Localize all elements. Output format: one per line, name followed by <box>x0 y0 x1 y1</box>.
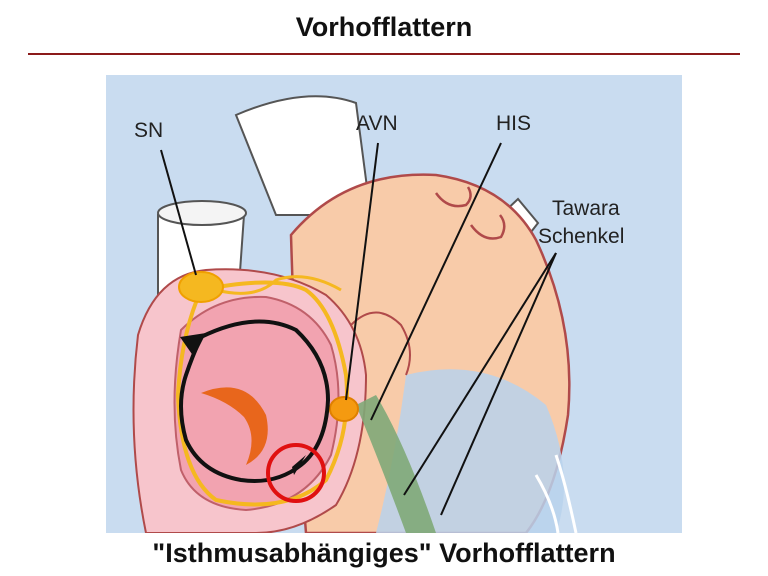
white-fibers <box>534 474 560 533</box>
arrowhead <box>180 333 206 357</box>
title-divider <box>28 53 740 55</box>
crista-terminalis <box>201 387 268 465</box>
leader-line-his <box>370 142 502 421</box>
heart-diagram-svg: SN AVN HIS Tawara Schenkel <box>106 75 682 533</box>
reentry-circuit-arrow <box>179 319 331 483</box>
sinus-node <box>178 271 224 303</box>
bundle-branch <box>356 395 436 533</box>
label-sn: SN <box>134 119 163 142</box>
valve-cusp <box>350 311 411 376</box>
leader-line-avn <box>345 142 379 401</box>
isthmus-marker-circle <box>266 443 326 503</box>
label-his: HIS <box>496 112 531 135</box>
slide-title: Vorhofflattern <box>295 12 473 42</box>
valve-curl <box>469 214 506 240</box>
av-node <box>329 396 359 422</box>
vena-cava-opening <box>157 200 247 226</box>
label-tawara: Tawara <box>552 197 620 220</box>
white-fibers <box>554 454 578 533</box>
arrowhead <box>292 455 306 475</box>
atrial-pathway <box>215 275 342 295</box>
leader-line-tawara <box>403 252 557 496</box>
valve-curl <box>434 186 472 208</box>
internodal-pathway <box>175 289 348 507</box>
label-avn: AVN <box>356 112 398 135</box>
leader-line-tawara <box>440 252 557 516</box>
heart-diagram: SN AVN HIS Tawara Schenkel <box>106 75 682 533</box>
label-schenkel: Schenkel <box>538 225 624 248</box>
slide-caption: "Isthmusabhängiges" Vorhofflattern <box>152 538 616 568</box>
leader-line-sn <box>160 149 197 276</box>
